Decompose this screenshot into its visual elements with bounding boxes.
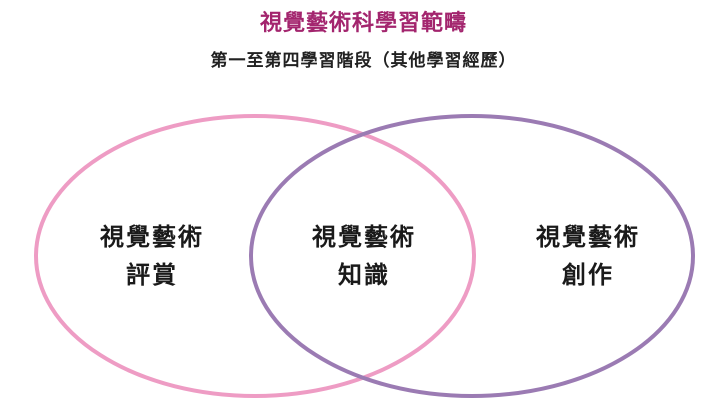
- center-region-line1: 視覺藝術: [312, 223, 416, 251]
- right-region-label: 視覺藝術 創作: [508, 218, 668, 294]
- right-region-line2: 創作: [562, 261, 614, 289]
- center-region-line2: 知識: [338, 261, 390, 289]
- left-region-label: 視覺藝術 評賞: [72, 218, 232, 294]
- left-region-line1: 視覺藝術: [100, 223, 204, 251]
- center-region-label: 視覺藝術 知識: [284, 218, 444, 294]
- diagram-subtitle: 第一至第四學習階段（其他學習經歷）: [210, 51, 517, 71]
- left-region-line2: 評賞: [126, 261, 178, 289]
- right-region-line1: 視覺藝術: [536, 223, 640, 251]
- diagram-title: 視覺藝術科學習範疇: [259, 11, 467, 36]
- left-circle: [34, 114, 476, 398]
- right-circle: [249, 114, 695, 398]
